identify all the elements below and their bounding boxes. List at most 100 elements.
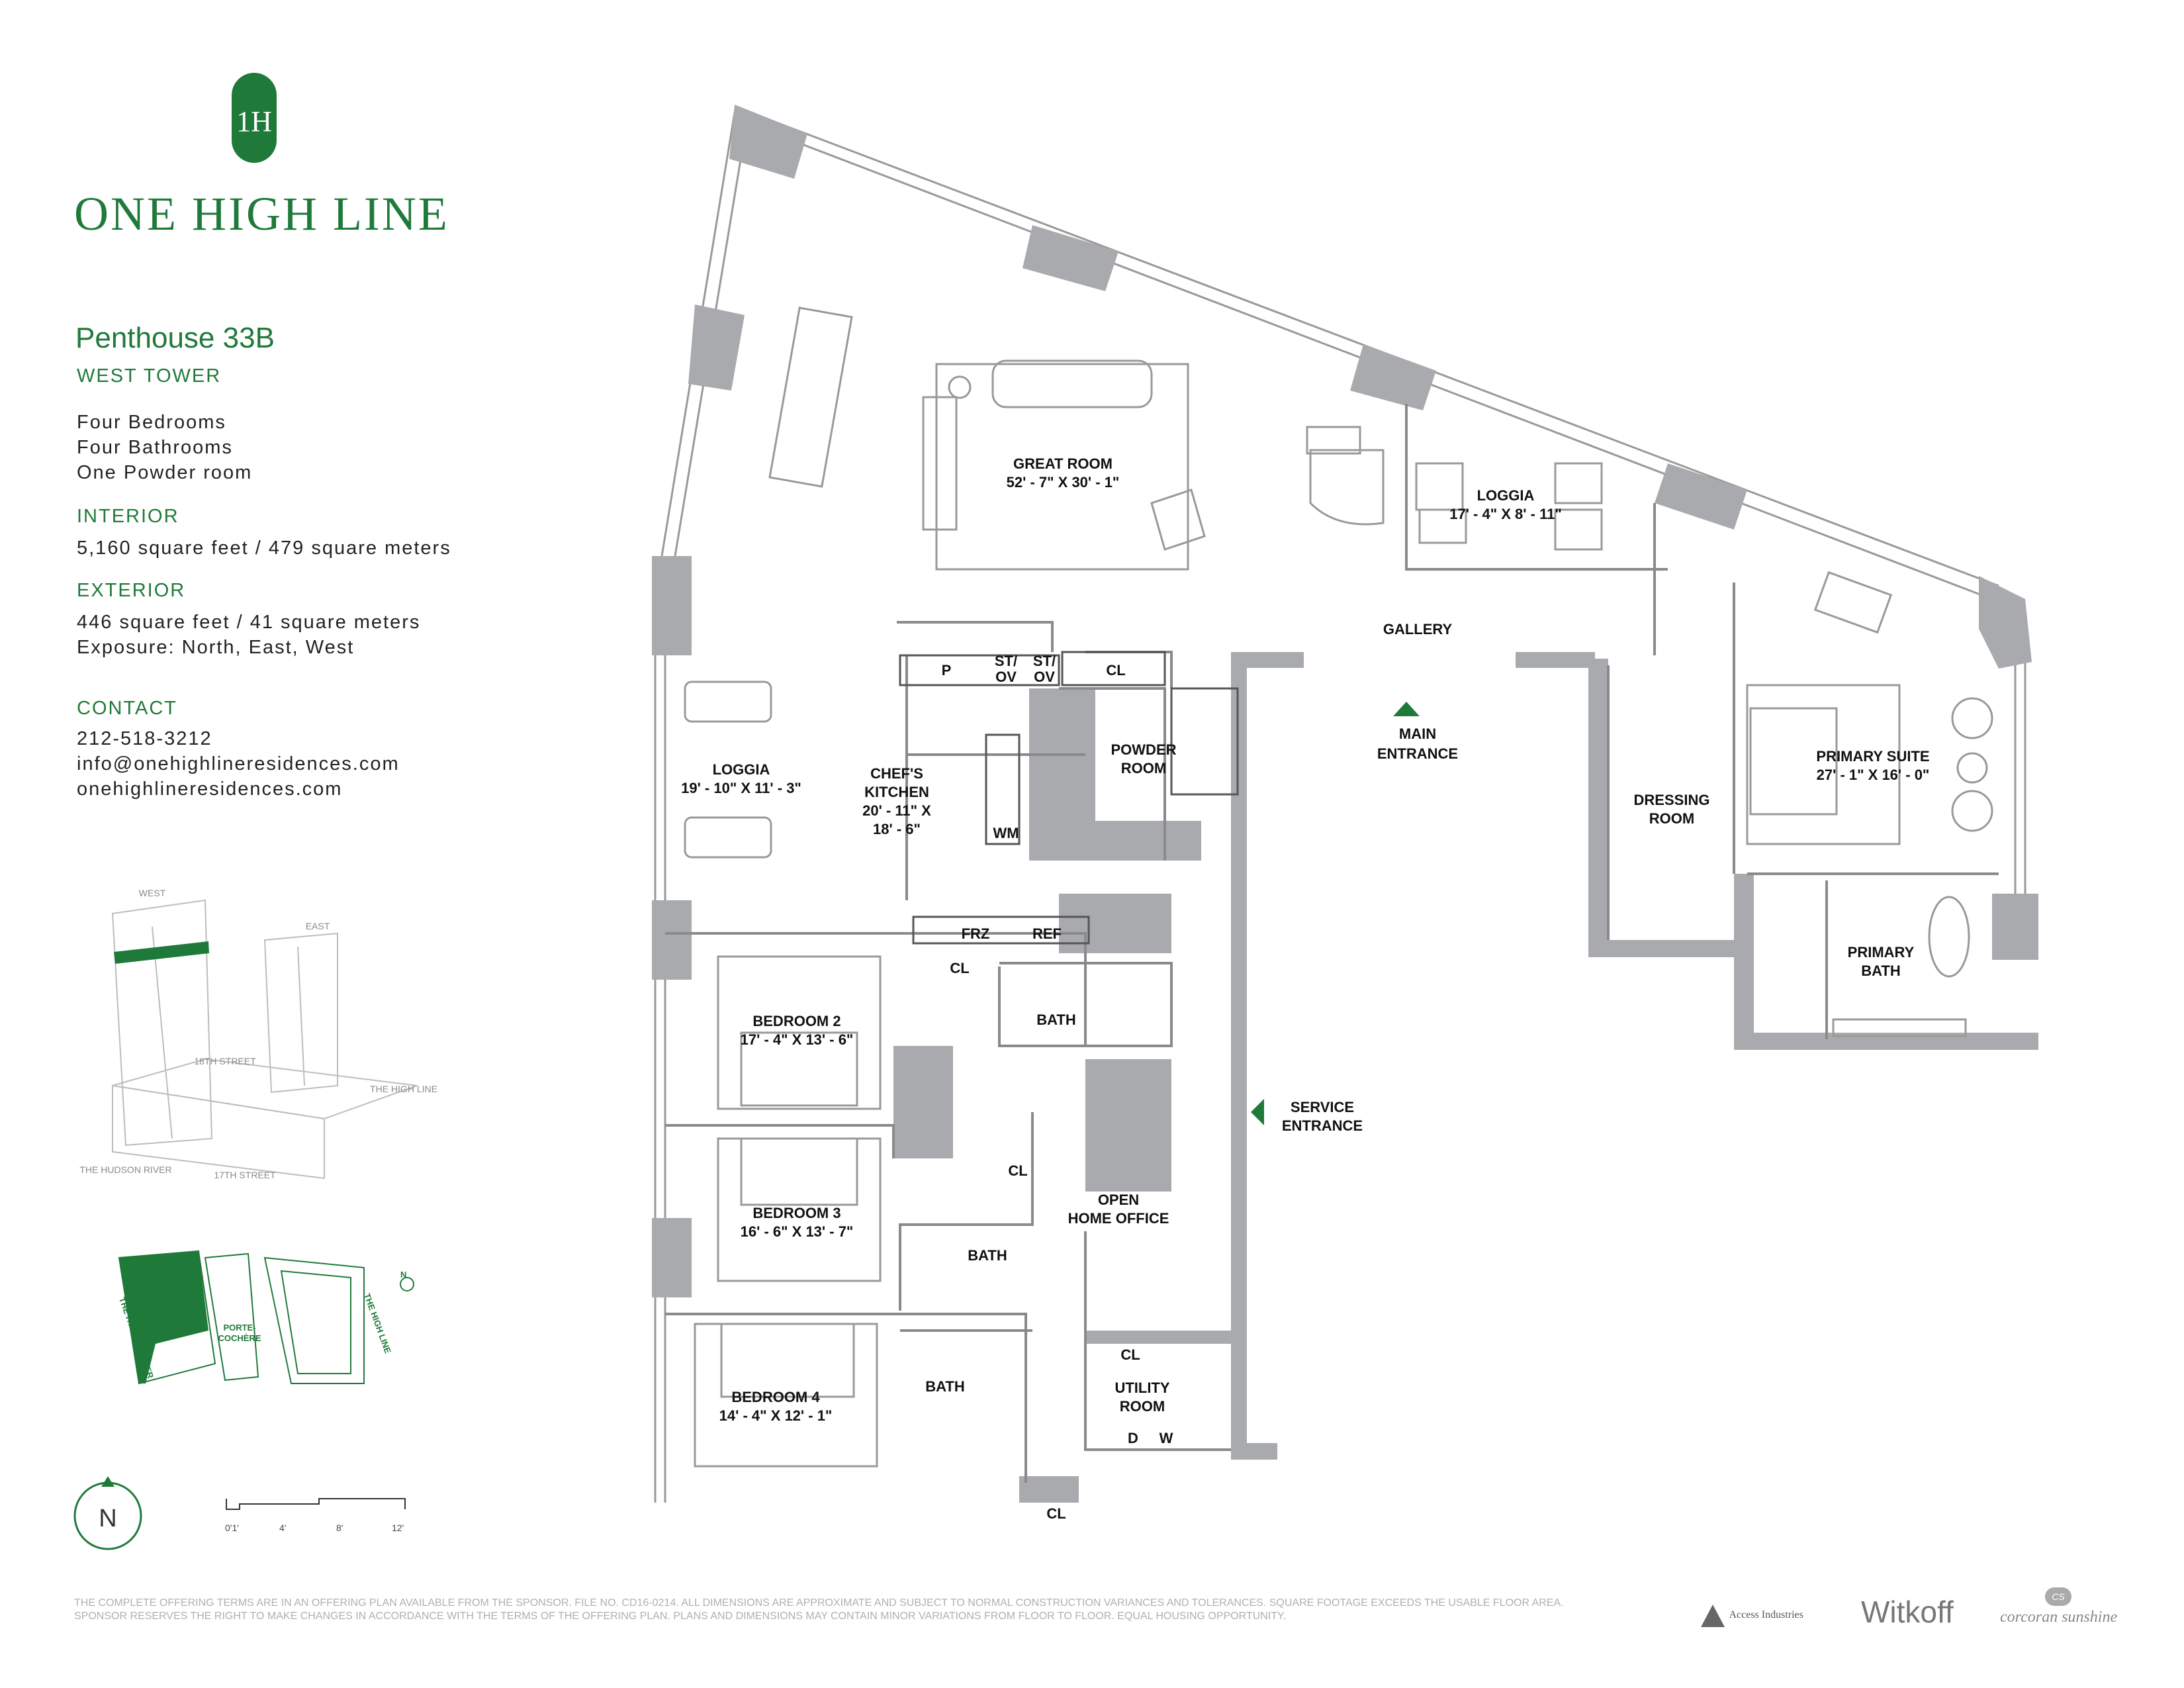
scale-tick-0: 0'1' [225,1523,239,1533]
diagram-west-label: WEST [139,888,166,898]
exterior-value: 446 square feet / 41 square meters [77,612,421,633]
scale-tick-12: 12' [392,1523,404,1533]
brand-logo: 1H [232,73,277,163]
building-diagram: WEST EAST 18TH STREET THE HIGH LINE THE … [79,888,437,1180]
structural-walls [652,105,2038,1503]
scale-bar [226,1498,406,1510]
diagram-high-line: THE HIGH LINE [370,1084,437,1094]
bed4-closet-label: CL [1046,1505,1066,1522]
great-room-dims: 52' - 7" X 30' - 1" [1007,474,1120,491]
main-entrance-line2: ENTRANCE [1377,745,1458,762]
highlighted-floor-band [114,941,209,964]
site-north-icon [400,1277,414,1291]
loggia-north-name: LOGGIA [1477,487,1535,504]
powder-line1: POWDER [1111,741,1177,758]
service-entrance-marker [1251,1099,1264,1125]
great-room-furniture [768,306,1893,634]
contact-heading: CONTACT [77,698,178,719]
bedroom2-dims: 17' - 4" X 13' - 6" [741,1031,854,1048]
main-entrance-line1: MAIN [1399,726,1436,742]
window-glazing [654,112,2026,1503]
site-west-tower [119,1251,208,1383]
site-porte-label-1: PORTE- [223,1323,255,1333]
interior-heading: INTERIOR [77,506,179,527]
bed3-bath-label: BATH [968,1247,1007,1264]
primary-suite-name: PRIMARY SUITE [1816,748,1929,765]
exposure-value: Exposure: North, East, West [77,637,355,658]
site-porte-label-2: COCHÈRE [218,1333,261,1343]
witkoff-logo: Witkoff [1861,1595,1954,1629]
primary-bath-line2: BATH [1861,962,1900,979]
feature-powder: One Powder room [77,462,253,483]
primary-suite-dims: 27' - 1" X 16' - 0" [1817,767,1930,783]
loggia-north-dims: 17' - 4" X 8' - 11" [1449,506,1562,522]
tower-name: WEST TOWER [77,365,222,387]
kitchen-counter [899,651,1239,945]
corcoran-sunshine-logo: corcoran sunshine [2000,1609,2118,1626]
bedroom2-name: BEDROOM 2 [752,1013,841,1029]
bed2-bath-label: BATH [1036,1011,1075,1028]
bed2-closet-label: CL [950,960,969,976]
kitchen-line4: 18' - 6" [873,821,921,837]
utility-closet-label: CL [1120,1346,1140,1363]
kitchen-stov1-line2: OV [995,669,1017,685]
compass-label: N [99,1505,116,1532]
monogram-text: 1H [236,105,272,138]
floor-plan: GREAT ROOM 52' - 7" X 30' - 1" LOGGIA 17… [652,105,2038,1522]
service-entrance-line1: SERVICE [1291,1099,1354,1115]
utility-line1: UTILITY [1115,1380,1169,1396]
main-entrance-marker [1393,702,1420,716]
scale-tick-4: 4' [279,1523,287,1533]
bedroom3-name: BEDROOM 3 [752,1205,841,1221]
contact-phone[interactable]: 212-518-3212 [77,728,212,749]
gallery-label: GALLERY [1383,621,1453,637]
kitchen-closet-label: CL [1106,662,1125,679]
dressing-line2: ROOM [1649,810,1694,827]
brand-name: ONE HIGH LINE [74,187,449,240]
interior-walls [665,404,1999,1483]
site-plan: THE HUDSON RIVER PORTE- COCHÈRE THE HIGH… [117,1250,414,1385]
service-entrance-line2: ENTRANCE [1282,1117,1363,1134]
bedroom3-dims: 16' - 6" X 13' - 7" [741,1223,854,1240]
feature-bedrooms: Four Bedrooms [77,412,226,433]
unit-title: Penthouse 33B [75,322,275,354]
office-line1: OPEN [1098,1192,1139,1208]
feature-bathrooms: Four Bathrooms [77,437,233,458]
access-mountain-icon [1701,1605,1725,1627]
diagram-17th-street: 17TH STREET [214,1170,276,1180]
washer-label: W [1160,1430,1173,1446]
access-industries-logo: Access Industries [1700,1602,1803,1628]
monogram-emblem: 1H [232,73,277,163]
fridge-label: REF [1032,925,1062,942]
bedroom-furniture [684,680,1993,1468]
interior-value: 5,160 square feet / 479 square meters [77,538,451,559]
diagram-east-label: EAST [306,921,330,931]
kitchen-line2: KITCHEN [864,784,929,800]
primary-bath-line1: PRIMARY [1848,944,1915,961]
bed3-closet-label: CL [1008,1162,1027,1179]
diagram-18th-street: 18TH STREET [194,1056,256,1066]
legal-disclaimer: THE COMPLETE OFFERING TERMS ARE IN AN OF… [74,1597,1564,1622]
loggia-west-name: LOGGIA [713,761,770,778]
access-industries-text: Access Industries [1729,1609,1803,1620]
contact-email[interactable]: info@onehighlineresidences.com [77,753,400,774]
office-line2: HOME OFFICE [1068,1210,1169,1227]
kitchen-stov2-line1: ST/ [1033,653,1056,669]
freezer-label: FRZ [962,925,990,942]
compass-icon: N [73,1476,142,1550]
kitchen-line3: 20' - 11" X [862,802,931,819]
diagram-hudson-river: THE HUDSON RIVER [79,1164,171,1175]
scale-tick-8: 8' [336,1523,343,1533]
bed4-bath-label: BATH [925,1378,964,1395]
utility-line2: ROOM [1120,1398,1165,1415]
exterior-heading: EXTERIOR [77,580,186,601]
powder-line2: ROOM [1121,760,1166,776]
contact-website[interactable]: onehighlineresidences.com [77,778,343,800]
great-room-name: GREAT ROOM [1013,455,1113,472]
kitchen-stov2-line2: OV [1034,669,1055,685]
kitchen-line1: CHEF'S [870,765,923,782]
kitchen-stov1-line1: ST/ [995,653,1017,669]
bedroom4-dims: 14' - 4" X 12' - 1" [719,1407,833,1424]
bedroom4-name: BEDROOM 4 [731,1389,820,1405]
kitchen-pantry-label: P [942,662,952,679]
